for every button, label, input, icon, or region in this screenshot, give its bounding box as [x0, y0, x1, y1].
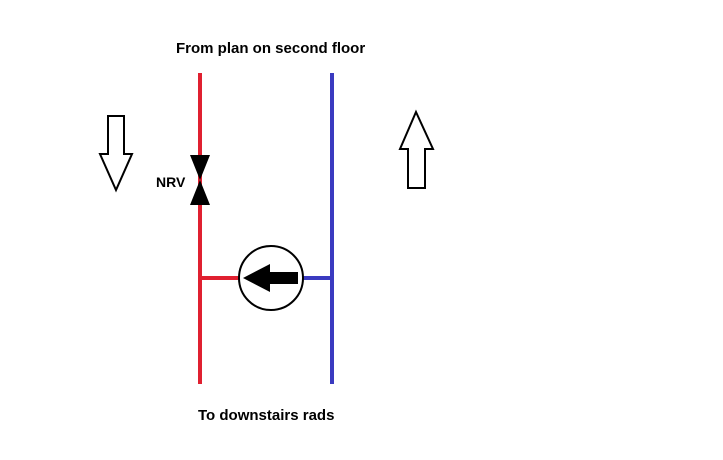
- valve-label: NRV: [156, 174, 186, 190]
- circulating-pump-icon: [238, 245, 304, 311]
- arrow-down-outline-icon: [98, 115, 134, 193]
- pump-direction-arrow-icon: [243, 264, 298, 292]
- top-label: From plan on second floor: [176, 40, 366, 57]
- bottom-label: To downstairs rads: [198, 407, 335, 424]
- arrow-up-outline-icon: [398, 109, 435, 189]
- non-return-valve-icon: [190, 155, 210, 205]
